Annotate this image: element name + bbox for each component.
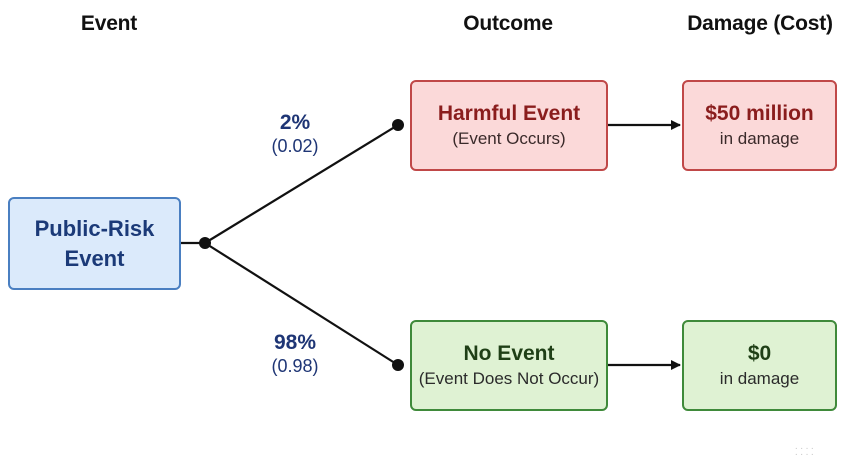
outcome-harmful-box: Harmful Event (Event Occurs) (410, 80, 608, 171)
outcome-none-title: No Event (463, 342, 555, 365)
none-end-dot (392, 359, 404, 371)
source-line-1: Public-Risk (34, 215, 155, 241)
corner-dots-decoration: ········ (794, 443, 816, 460)
header-event: Event (80, 12, 138, 35)
header-outcome: Outcome (463, 12, 553, 35)
none-percent: 98% (273, 331, 317, 354)
cost-none-box: $0 in damage (682, 320, 837, 411)
cost-none-amount: $0 (747, 342, 772, 365)
source-line-2: Event (64, 245, 125, 271)
branch-none-line (204, 242, 399, 366)
header-damage: Damage (Cost) (687, 12, 833, 35)
cost-harmful-label: in damage (719, 129, 800, 148)
cost-harmful-box: $50 million in damage (682, 80, 837, 171)
source-event-box: Public-Risk Event (8, 197, 181, 290)
harmful-decimal: (0.02) (271, 136, 319, 156)
split-node-dot (199, 237, 211, 249)
branch-harmful-line (204, 124, 399, 244)
outcome-none-subtitle: (Event Does Not Occur) (418, 369, 600, 388)
harmful-end-dot (392, 119, 404, 131)
outcome-none-box: No Event (Event Does Not Occur) (410, 320, 608, 411)
outcome-harmful-subtitle: (Event Occurs) (452, 129, 566, 148)
none-decimal: (0.98) (271, 356, 319, 376)
harmful-percent: 2% (279, 111, 311, 134)
cost-harmful-amount: $50 million (705, 102, 814, 125)
harmful-probability: 2% (0.02) (271, 110, 318, 157)
outcome-harmful-title: Harmful Event (437, 102, 581, 125)
none-probability: 98% (0.98) (271, 330, 318, 377)
cost-none-label: in damage (719, 369, 800, 388)
